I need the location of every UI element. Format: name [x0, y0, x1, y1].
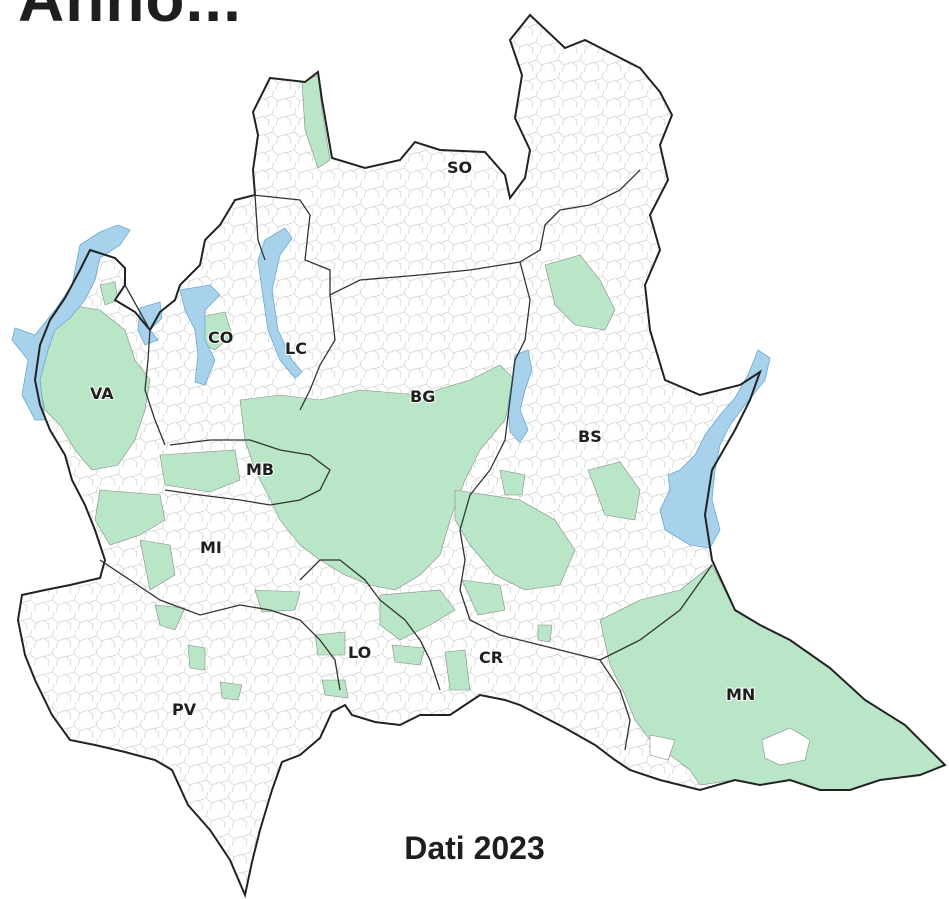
highlight-area-bs-west [454, 489, 576, 591]
highlight-area-lo-west [314, 631, 346, 656]
highlight-area-mi-east [254, 589, 301, 613]
province-label-bg: BG [410, 387, 435, 406]
highlight-area-pv-1 [187, 644, 206, 671]
province-label-co: CO [208, 328, 233, 347]
province-label-cr: CR [479, 648, 503, 667]
highlight-area-cr-spot [537, 624, 553, 643]
border-lo-cr [379, 599, 441, 691]
highlight-area-bs-spot [499, 469, 526, 496]
lake-maggiore [11, 224, 131, 421]
border-va-co [124, 284, 166, 446]
highlight-area-va [37, 304, 151, 471]
highlight-area-mi-sw [154, 604, 186, 631]
border-mb [164, 439, 331, 506]
highlight-area-pv-2 [219, 681, 243, 701]
border-co-lc [254, 194, 266, 261]
border-bg-bs [459, 261, 601, 661]
border-mi-lo [299, 559, 381, 601]
province-label-pv: PV [172, 700, 197, 719]
page-title: Anno... [18, 0, 242, 36]
lake-como-west [179, 284, 221, 386]
border-mi-pv [99, 559, 341, 691]
lake-garda [659, 349, 771, 549]
border-lc-bg [299, 294, 336, 411]
province-label-va: VA [90, 384, 114, 403]
highlight-area-bs-mid [587, 461, 641, 521]
highlight-area-bs-north [544, 254, 616, 331]
mn-unhighlighted-area-2 [649, 734, 676, 761]
border-cr-mn [599, 659, 631, 751]
data-year-caption: Dati 2023 [404, 830, 545, 866]
highlight-area-bg-mb [239, 364, 516, 591]
province-label-so: SO [447, 158, 472, 177]
highlight-area-lo-south [391, 644, 426, 666]
highlight-area-mb-west [159, 449, 241, 493]
province-labels: SO CO LC VA BG BS MB MI LO CR PV MN [89, 157, 756, 720]
province-label-lo: LO [348, 643, 371, 662]
lakes [11, 224, 771, 549]
lake-como [257, 227, 303, 379]
highlight-area-mi-west [94, 489, 166, 546]
mn-unhighlighted-area [761, 727, 811, 766]
province-borders [99, 169, 713, 751]
highlight-area-cr-north [461, 579, 506, 616]
province-label-bs: BS [578, 427, 602, 446]
lake-lugano [137, 301, 163, 346]
border-bs-mn [599, 564, 713, 661]
border-so [252, 169, 641, 297]
highlight-area-pv-3 [321, 679, 349, 699]
highlight-area-mi-south [139, 539, 176, 591]
highlight-area-lo [379, 589, 456, 641]
highlight-area-cr-mid [444, 649, 471, 691]
province-label-mb: MB [246, 460, 274, 479]
province-label-mi: MI [200, 538, 222, 557]
province-label-lc: LC [285, 339, 307, 358]
province-label-mn: MN [726, 685, 755, 704]
